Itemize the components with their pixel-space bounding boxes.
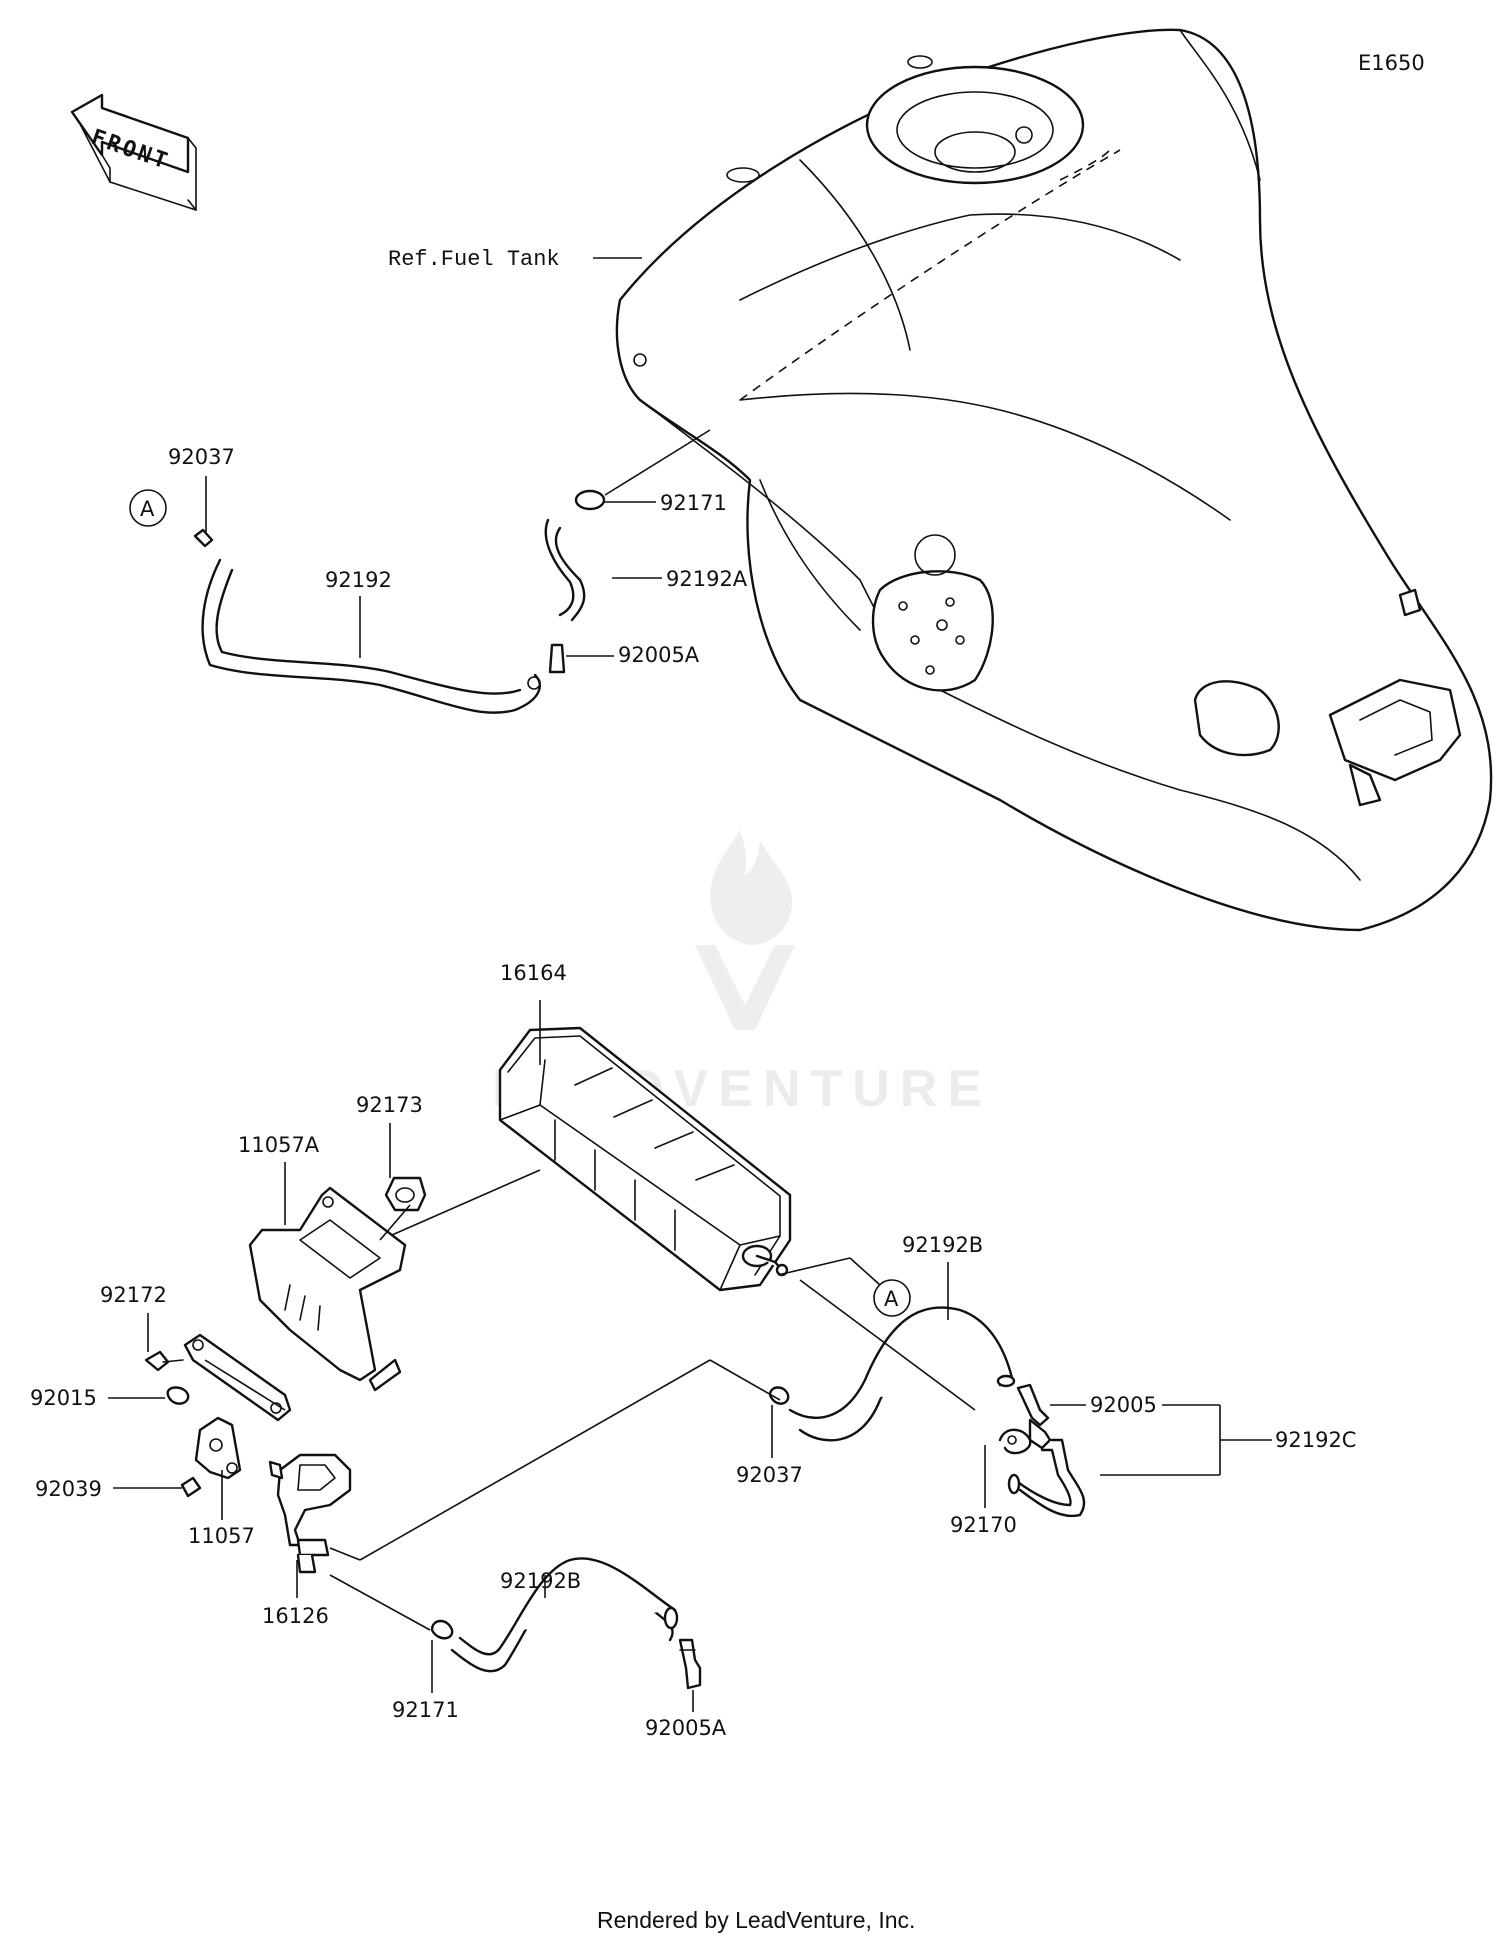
label-92005: 92005: [1090, 1393, 1157, 1417]
label-11057: 11057: [188, 1524, 255, 1548]
footer-credit: Rendered by LeadVenture, Inc.: [597, 1907, 915, 1933]
label-92192b-bottom: 92192B: [500, 1569, 581, 1593]
label-92005a-bottom: 92005A: [645, 1716, 727, 1740]
lower-hose: [430, 1557, 702, 1690]
lower-labels: 16164 92173 11057A 92172 92015 92039 110…: [30, 961, 1356, 1740]
label-92192: 92192: [325, 568, 392, 592]
label-16164: 16164: [500, 961, 567, 985]
connector-a-label-top: A: [140, 497, 155, 521]
right-hose: [709, 1279, 1016, 1442]
connector-a-bottom: A: [777, 1257, 911, 1317]
label-16126: 16126: [262, 1604, 329, 1628]
label-92037-bottom: 92037: [736, 1463, 803, 1487]
connector-a-top: A: [129, 489, 167, 527]
diagram-code: E1650: [1358, 51, 1425, 75]
label-92173: 92173: [356, 1093, 423, 1117]
connector-a-label-bottom: A: [884, 1287, 899, 1311]
label-92171-bottom: 92171: [392, 1698, 459, 1722]
top-hose-assembly: [193, 429, 711, 714]
ref-fuel-tank-label: Ref.Fuel Tank: [388, 247, 560, 272]
label-92015: 92015: [30, 1386, 97, 1410]
valve: [268, 1359, 711, 1631]
fuel-tank-label: Ref.Fuel Tank: [388, 247, 642, 272]
label-92192a: 92192A: [666, 567, 748, 591]
label-92037-top: 92037: [168, 445, 235, 469]
hose-92192c-assembly: [998, 1383, 1086, 1518]
canister: [391, 1000, 792, 1292]
label-92171-top: 92171: [660, 491, 727, 515]
label-92039: 92039: [35, 1477, 102, 1501]
label-92192c: 92192C: [1275, 1428, 1356, 1452]
label-92170: 92170: [950, 1513, 1017, 1537]
label-92005a-top: 92005A: [618, 643, 700, 667]
label-92192b-top: 92192B: [902, 1233, 983, 1257]
top-labels: 92037 92192 92171 92192A 92005A: [168, 445, 748, 667]
front-arrow-icon: FRONT: [70, 93, 197, 211]
label-11057a: 11057A: [238, 1133, 320, 1157]
bracket-assembly: [144, 1176, 427, 1498]
fuel-tank: [615, 28, 1493, 932]
label-92172: 92172: [100, 1283, 167, 1307]
